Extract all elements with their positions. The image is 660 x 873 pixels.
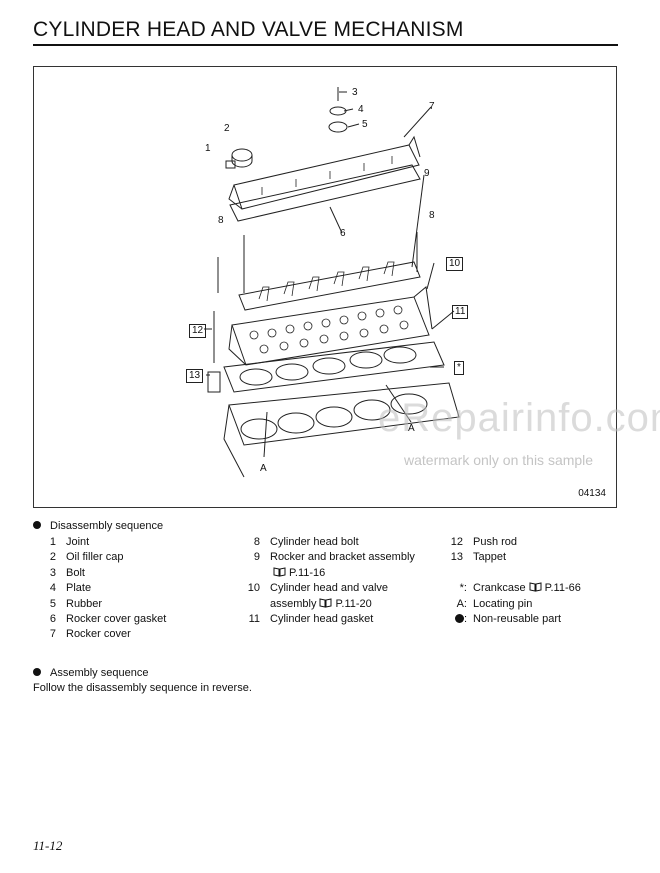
watermark-note: watermark only on this sample [404, 452, 594, 468]
callout-9: 9 [424, 168, 430, 179]
callout-8-left: 8 [218, 215, 224, 226]
exploded-diagram: 3 4 5 7 2 1 9 8 8 6 10 11 12 13 * A A 04… [33, 66, 617, 508]
callout-1: 1 [205, 143, 211, 154]
rocker-assembly-outline [238, 261, 421, 311]
callout-4: 4 [358, 104, 364, 115]
book-icon [319, 598, 332, 608]
watermark-text: eRepairinfo.com [378, 396, 660, 440]
legend-locating-pin: A:Locating pin [456, 598, 533, 610]
callout-3: 3 [352, 87, 358, 98]
title-underline [33, 44, 618, 46]
assembly-text: Follow the disassembly sequence in rever… [33, 682, 252, 694]
page-reference: P.11-16 [289, 567, 326, 579]
callout-12: 12 [189, 324, 207, 338]
bullet-icon [33, 521, 41, 530]
cylinder-head-outline [231, 296, 430, 366]
callout-13: 13 [186, 369, 204, 383]
reference-line: P.11-16 [270, 567, 325, 579]
assembly-heading: Assembly sequence [33, 667, 148, 679]
callout-5: 5 [362, 119, 368, 130]
callout-7: 7 [429, 101, 435, 112]
callout-6: 6 [340, 228, 346, 239]
callout-A-left: A [260, 463, 267, 474]
bullet-icon [33, 668, 41, 677]
page-reference: P.11-66 [544, 582, 581, 594]
tappet [207, 371, 221, 393]
disassembly-heading: Disassembly sequence [33, 520, 163, 532]
legend-non-reusable: :Non-reusable part [447, 613, 561, 625]
crankcase-edge [223, 404, 245, 478]
gasket-outline [223, 341, 445, 393]
callout-crankcase: * [454, 361, 464, 375]
rocker-cover-outline [233, 144, 420, 210]
drawing-code: 04134 [578, 488, 606, 499]
page-title: CYLINDER HEAD AND VALVE MECHANISM [33, 18, 464, 41]
callout-10: 10 [446, 257, 464, 271]
crankcase-outline [228, 382, 460, 446]
callout-8-right: 8 [429, 210, 435, 221]
callout-2: 2 [224, 123, 230, 134]
non-reusable-icon [454, 614, 464, 623]
diagram-drawing [204, 87, 460, 478]
book-icon [529, 582, 542, 592]
oil-filler-cap [231, 148, 253, 162]
cover-gasket-outline [229, 164, 421, 222]
page-reference: P.11-20 [335, 598, 372, 610]
page-number: 11-12 [33, 838, 63, 853]
callout-11: 11 [452, 305, 469, 319]
callout-A-right: A [408, 423, 415, 434]
book-icon [273, 567, 286, 577]
